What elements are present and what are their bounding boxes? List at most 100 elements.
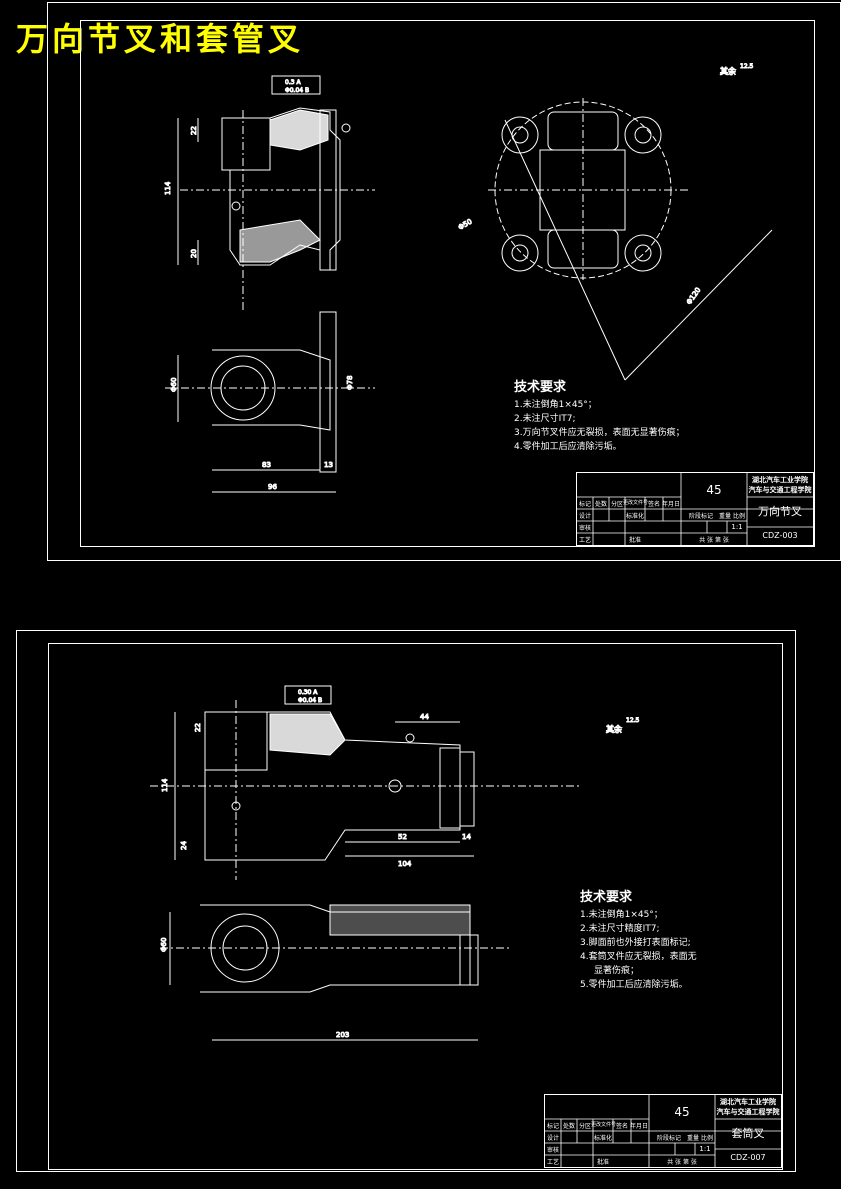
tech-requirements-1: 技术要求 1.未注倒角1×45°； 2.未注尺寸IT7; 3.万向节叉件应无裂损… [514,376,685,454]
tb2-school: 湖北汽车工业学院 [720,1098,776,1106]
roughness-note-1: 其余 [720,66,736,76]
dim-104: 104 [398,860,412,868]
tb2-marking: 阶段标记 [656,1135,681,1142]
dim-20: 20 [190,249,198,258]
bolt-hole-bl-inner [511,244,529,262]
tech-req-2-1: 1.未注倒角1×45°； [580,910,663,920]
tb1-part-name: 万向节叉 [758,505,802,518]
tolerance-4: Φ0.04 B [298,697,322,704]
datum-b-marker-2 [231,801,241,811]
sleeve-body-outline [204,711,461,861]
dim-phi78: Φ78 [346,376,354,390]
tb1-standard: 标准化 [625,513,644,520]
tb1-mark: 标记 [578,501,591,508]
sleeve-hatch [269,713,346,756]
top-view-flange [319,311,337,473]
tech-req-1-2: 2.未注尺寸IT7; [514,414,576,424]
tb1-scale: 1:1 [731,523,743,531]
tolerance-frame-2 [284,685,332,705]
tb1-sheets: 共 张 第 张 [699,537,729,544]
tb2-material: 45 [674,1105,690,1119]
tb1-designer: 设计 [578,513,591,520]
tech-req-1-1: 1.未注倒角1×45°； [514,400,597,410]
dim-114-2: 114 [161,778,169,792]
tb1-material: 45 [706,483,722,497]
tb2-weight: 重量 [686,1135,699,1142]
tb2-drawing-no: CDZ-007 [730,1153,766,1162]
tolerance-frame-1 [271,75,321,95]
sleeve-front-view [150,685,580,880]
sleeve-top-view [160,904,510,1041]
bolt-hole-tr-inner [634,126,652,144]
tech-req-2-4: 4.套筒叉件应无裂损，表面无 [580,952,697,962]
tb1-sign: 签名 [647,501,660,508]
tb1-process: 工艺 [578,537,591,544]
dim-44: 44 [420,713,429,721]
sleeve-end-cap [459,934,479,986]
tolerance-2: Φ0.04 B [285,87,309,94]
tb2-date: 年月日 [629,1123,648,1130]
tb1-date: 年月日 [661,501,680,508]
tb2-approve: 批准 [596,1159,609,1166]
top-view-bore-outer [210,355,276,421]
dim-52: 52 [398,833,407,841]
tb1-ratio: 比例 [732,513,745,520]
bolt-hole-tr [624,116,662,154]
tb2-designer: 设计 [546,1135,559,1142]
tolerance-3: 0.30 A [298,689,318,696]
roughness-value-1: 12.5 [740,63,754,70]
sleeve-tube-inner [459,751,475,827]
tech-req-2-5: 显著伤痕； [594,966,640,976]
dim-phi60: Φ60 [170,378,178,392]
title-block-2: 45 湖北汽车工业学院 汽车与交通工程学院 套筒叉 CDZ-007 阶段标记 重… [544,1094,782,1168]
tolerance-1: 0.3 A [285,79,301,86]
tb1-drawing-no: CDZ-003 [762,531,798,540]
tb2-count: 处数 [562,1123,575,1130]
drawing-frame-1 [80,20,815,547]
dim-13: 13 [324,461,333,469]
sleeve-cross-hole [388,779,402,793]
fork-hatch-2 [239,219,321,263]
drawing-sheet-2 [16,630,796,1172]
fork-front-view [177,75,375,310]
tech-req-2-6: 5.零件加工后应清除污垢。 [580,980,688,990]
title-block-2-grid [545,1095,781,1167]
tb2-zone: 分区 [578,1123,591,1130]
dim-83: 83 [262,461,271,469]
tb1-marking: 阶段标记 [688,513,713,520]
dim-114: 114 [164,181,172,195]
title-block-1: 45 湖北汽车工业学院 汽车与交通工程学院 万向节叉 CDZ-003 阶段标记 … [576,472,814,546]
tb2-process: 工艺 [546,1159,559,1166]
tb1-approve: 批准 [628,537,641,544]
top-view-outline [212,349,331,431]
dim-96: 96 [268,483,277,491]
sleeve-spline-section [329,904,471,936]
datum-a-marker-2 [405,733,415,743]
tb2-part-name: 套筒叉 [731,1127,765,1140]
tech-requirements-2: 技术要求 1.未注倒角1×45°； 2.未注尺寸精度IT7; 3.脚面前也外接打… [580,886,697,992]
tb2-scale: 1:1 [699,1145,711,1153]
page-title: 万向节叉和套管叉 [16,20,305,58]
tb1-zone: 分区 [610,501,623,508]
tb1-checker: 审核 [578,525,591,532]
sleeve-tube-end [439,747,461,829]
tb1-dept: 汽车与交通工程学院 [748,486,812,494]
tb2-dept: 汽车与交通工程学院 [716,1108,780,1116]
tb1-doc: 更改文件号 [623,500,649,506]
fork-side-view [488,98,773,381]
tech-req-2-3: 3.脚面前也外接打表面标记; [580,938,691,948]
tech-req-title-1: 技术要求 [514,380,567,395]
datum-b-marker [231,201,241,211]
tb2-checker: 审核 [546,1147,559,1154]
bolt-hole-bl [501,234,539,272]
tech-req-1-4: 4.零件加工后应清除污垢。 [514,442,622,452]
dim-24: 24 [180,841,188,850]
roughness-value-2: 12.5 [626,717,640,724]
drawing-frame-2 [48,643,783,1170]
tb2-standard: 标准化 [593,1135,612,1142]
tb2-ratio: 比例 [700,1135,713,1142]
dim-22-2: 22 [194,723,202,732]
drawing-1-svg: 114 22 20 96 83 13 Φ60 Φ78 Φ120 Φ50 0.3 … [164,63,773,493]
tech-req-title-2: 技术要求 [580,890,633,905]
tb2-mark: 标记 [546,1123,559,1130]
